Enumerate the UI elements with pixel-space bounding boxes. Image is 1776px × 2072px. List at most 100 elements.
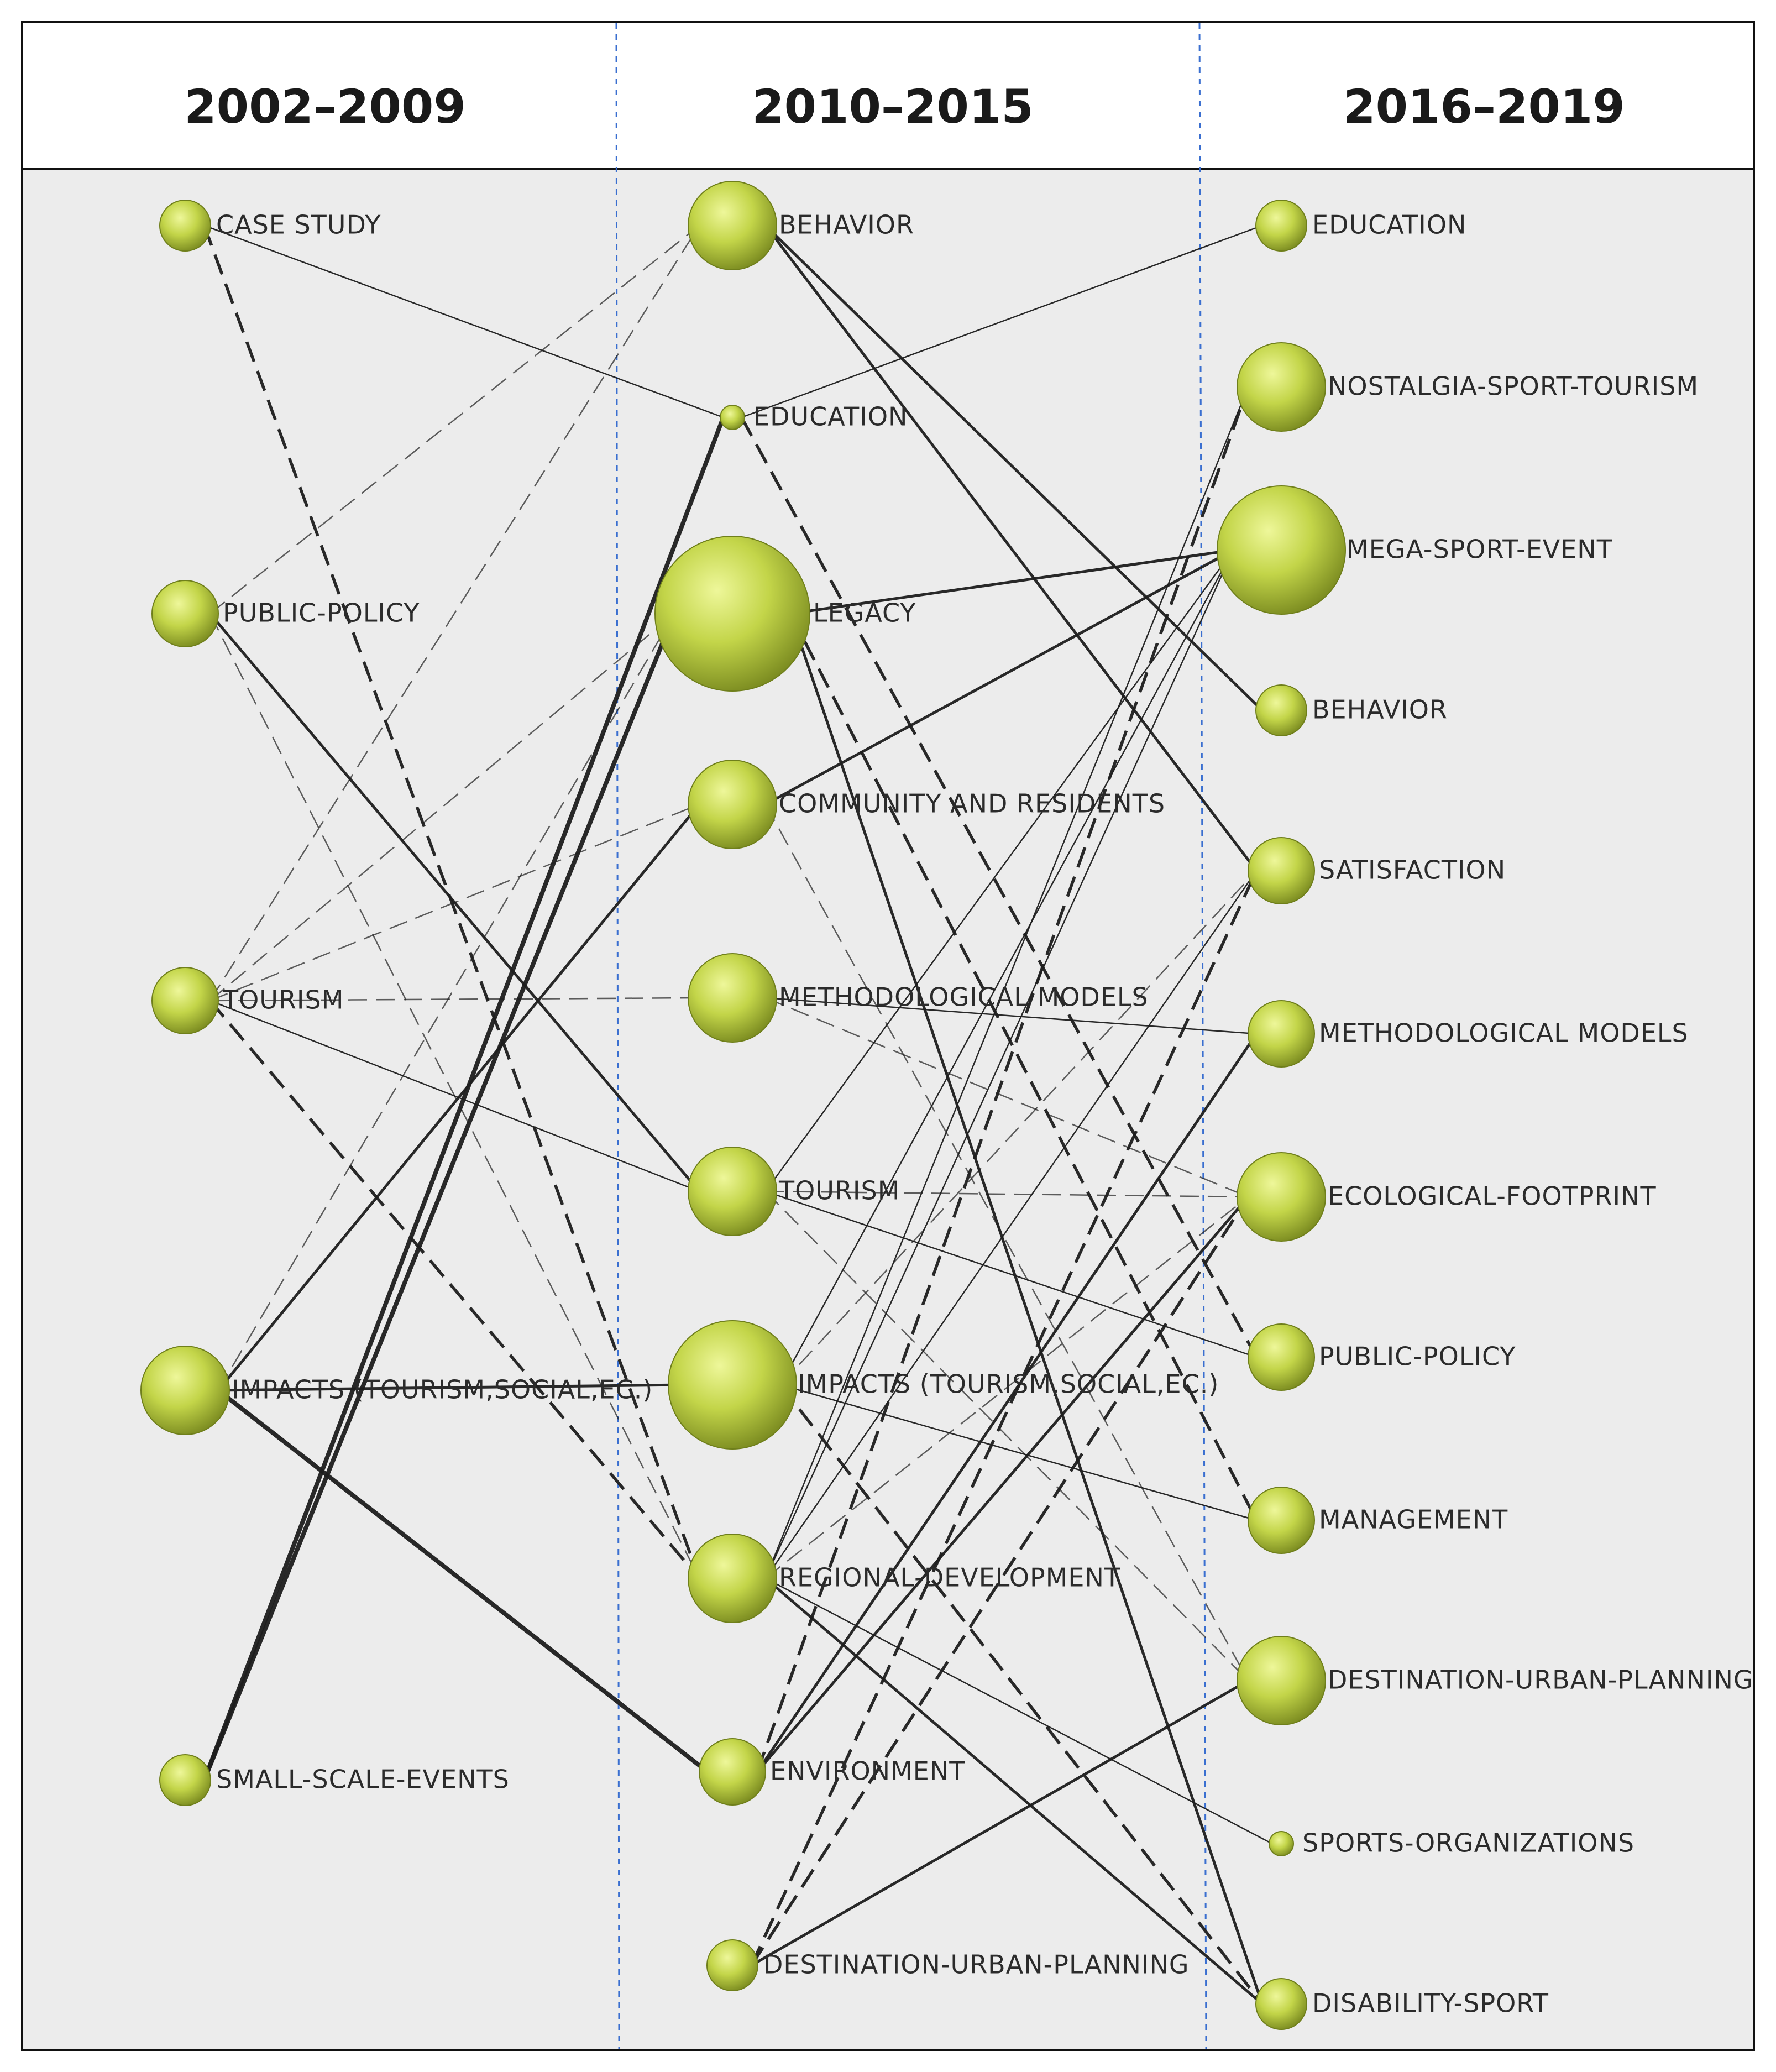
node-p2_behavior: BEHAVIOR xyxy=(688,181,914,270)
edge-p2_legacy-to-p3_management xyxy=(789,613,1258,1521)
node-bubble-p1_case_study xyxy=(159,200,211,252)
node-p2_education: EDUCATION xyxy=(720,402,907,432)
edge-p2_regional-to-p3_nostalgia xyxy=(764,386,1249,1579)
node-bubble-p3_mega xyxy=(1217,485,1346,615)
node-p3_behavior: BEHAVIOR xyxy=(1255,684,1448,736)
node-bubble-p2_legacy xyxy=(654,536,810,692)
node-label-p2_destination: DESTINATION-URBAN-PLANNING xyxy=(763,1950,1190,1980)
node-label-p2_impacts: IMPACTS (TOURISM,SOCIAL,EC.) xyxy=(798,1369,1219,1399)
edge-p1_impacts-to-p2_environment xyxy=(217,1388,709,1774)
node-label-p3_mega: MEGA-SPORT-EVENT xyxy=(1347,535,1613,564)
edge-p2_impacts-to-p3_disability xyxy=(779,1384,1264,2005)
node-p2_destination: DESTINATION-URBAN-PLANNING xyxy=(706,1939,1190,1991)
edge-p2_environment-to-p3_methodological xyxy=(756,1033,1258,1773)
node-p1_impacts: IMPACTS (TOURISM,SOCIAL,EC.) xyxy=(140,1346,653,1435)
node-bubble-p3_methodological xyxy=(1248,1000,1315,1068)
node-bubble-p2_education xyxy=(720,405,745,430)
node-label-p3_behavior: BEHAVIOR xyxy=(1312,695,1448,725)
node-bubble-p2_regional xyxy=(688,1534,777,1623)
edge-p1_tourism-to-p2_tourism xyxy=(209,1000,700,1192)
edge-p1_case_study-to-p2_education xyxy=(204,224,724,418)
node-label-p3_sports_orgs: SPORTS-ORGANIZATIONS xyxy=(1302,1828,1634,1858)
edge-p2_destination-to-p3_destination xyxy=(751,1679,1249,1967)
edge-p2_education-to-p3_education xyxy=(741,224,1262,418)
edge-p2_behavior-to-p3_behavior xyxy=(764,224,1264,711)
node-label-p1_small_scale_events: SMALL-SCALE-EVENTS xyxy=(216,1765,510,1794)
node-label-p2_behavior: BEHAVIOR xyxy=(779,210,914,240)
node-p1_public_policy: PUBLIC-POLICY xyxy=(151,580,420,647)
header-band xyxy=(23,23,1753,168)
node-p3_mega: MEGA-SPORT-EVENT xyxy=(1217,485,1613,615)
node-p3_public_policy: PUBLIC-POLICY xyxy=(1248,1323,1515,1391)
node-p3_sports_orgs: SPORTS-ORGANIZATIONS xyxy=(1269,1828,1634,1858)
edge-p1_case_study-to-p2_regional xyxy=(202,225,701,1579)
node-bubble-p3_sports_orgs xyxy=(1269,1831,1294,1856)
edge-p2_regional-to-p3_satisfaction xyxy=(764,870,1258,1579)
node-p3_methodological: METHODOLOGICAL MODELS xyxy=(1248,1000,1688,1068)
node-label-p3_nostalgia: NOSTALGIA-SPORT-TOURISM xyxy=(1328,372,1699,401)
node-label-p1_impacts: IMPACTS (TOURISM,SOCIAL,EC.) xyxy=(232,1375,653,1405)
edge-p2_regional-to-p3_disability xyxy=(764,1577,1264,2005)
node-bubble-p3_satisfaction xyxy=(1248,837,1315,904)
node-bubble-p1_small_scale_events xyxy=(159,1754,211,1806)
node-p3_satisfaction: SATISFACTION xyxy=(1248,837,1506,904)
content-panel xyxy=(23,169,1753,2049)
edge-p2_methodological-to-p3_ecological xyxy=(765,997,1249,1198)
node-p2_legacy: LEGACY xyxy=(654,536,916,692)
nodes-layer: CASE STUDY PUBLIC-POLICY TOURISM IMPACTS (T… xyxy=(140,181,1754,2030)
edge-p2_impacts-to-p3_management xyxy=(780,1384,1257,1521)
node-bubble-p3_management xyxy=(1248,1487,1315,1554)
edge-p2_regional-to-p3_mega xyxy=(764,550,1234,1579)
edge-p1_impacts-to-p2_impacts xyxy=(218,1383,685,1392)
edge-p2_behavior-to-p3_satisfaction xyxy=(764,224,1258,872)
node-p1_tourism: TOURISM xyxy=(151,967,343,1034)
node-bubble-p2_environment xyxy=(699,1738,766,1806)
edge-p2_regional-to-p3_sports_orgs xyxy=(765,1577,1273,1845)
node-label-p3_satisfaction: SATISFACTION xyxy=(1319,855,1506,885)
node-label-p3_disability: DISABILITY-SPORT xyxy=(1312,1989,1549,2018)
node-label-p2_community: COMMUNITY AND RESIDENTS xyxy=(779,789,1165,819)
edge-p2_environment-to-p3_nostalgia xyxy=(756,386,1250,1772)
edge-p2_environment-to-p3_ecological xyxy=(756,1196,1249,1773)
edge-p1_tourism-to-p2_regional xyxy=(208,1000,701,1579)
node-p1_case_study: CASE STUDY xyxy=(159,200,380,252)
node-p2_methodological: METHODOLOGICAL MODELS xyxy=(688,953,1148,1043)
edge-p1_small_scale_events-to-p2_legacy xyxy=(202,613,677,1781)
node-p2_regional: REGIONAL-DEVELOPMENT xyxy=(688,1534,1120,1623)
node-p2_environment: ENVIRONMENT xyxy=(699,1738,965,1806)
node-label-p3_destination: DESTINATION-URBAN-PLANNING xyxy=(1328,1665,1754,1695)
node-p1_small_scale_events: SMALL-SCALE-EVENTS xyxy=(159,1754,510,1806)
node-p2_tourism: TOURISM xyxy=(688,1147,900,1236)
edge-p2_legacy-to-p3_mega xyxy=(790,548,1234,615)
node-label-p2_legacy: LEGACY xyxy=(813,598,916,628)
node-bubble-p1_public_policy xyxy=(151,580,219,647)
node-label-p3_ecological: ECOLOGICAL-FOOTPRINT xyxy=(1328,1181,1657,1211)
node-bubble-p3_public_policy xyxy=(1248,1323,1315,1391)
edge-p1_tourism-to-p2_behavior xyxy=(209,225,700,1001)
edge-p2_education-to-p3_public_policy xyxy=(740,416,1258,1358)
edge-p2_tourism-to-p3_mega xyxy=(764,550,1234,1192)
edge-p1_impacts-to-p2_community xyxy=(217,803,700,1391)
node-label-p2_environment: ENVIRONMENT xyxy=(770,1756,965,1786)
edge-p1_tourism-to-p2_community xyxy=(209,803,700,1002)
edge-p2_tourism-to-p3_ecological xyxy=(765,1190,1249,1198)
node-label-p2_regional: REGIONAL-DEVELOPMENT xyxy=(779,1563,1120,1593)
node-label-p2_tourism: TOURISM xyxy=(778,1176,900,1206)
node-bubble-p2_community xyxy=(688,760,777,849)
edge-p2_impacts-to-p3_satisfaction xyxy=(780,870,1257,1385)
node-label-p1_public_policy: PUBLIC-POLICY xyxy=(223,598,420,628)
node-bubble-p3_education xyxy=(1255,200,1307,252)
edge-p2_community-to-p3_destination xyxy=(764,804,1249,1681)
node-bubble-p3_ecological xyxy=(1237,1152,1326,1242)
node-bubble-p3_destination xyxy=(1237,1636,1326,1725)
node-p2_impacts: IMPACTS (TOURISM,SOCIAL,EC.) xyxy=(668,1320,1219,1450)
period-title-3: 2016–2019 xyxy=(1343,80,1625,134)
edge-p2_regional-to-p3_ecological xyxy=(765,1196,1249,1579)
node-p2_community: COMMUNITY AND RESIDENTS xyxy=(688,760,1165,849)
node-bubble-p3_disability xyxy=(1255,1978,1307,2030)
node-bubble-p1_tourism xyxy=(151,967,219,1034)
edge-p2_destination-to-p3_ecological xyxy=(750,1196,1250,1966)
edge-p2_destination-to-p3_satisfaction xyxy=(750,870,1258,1966)
edges-layer xyxy=(202,224,1273,2005)
